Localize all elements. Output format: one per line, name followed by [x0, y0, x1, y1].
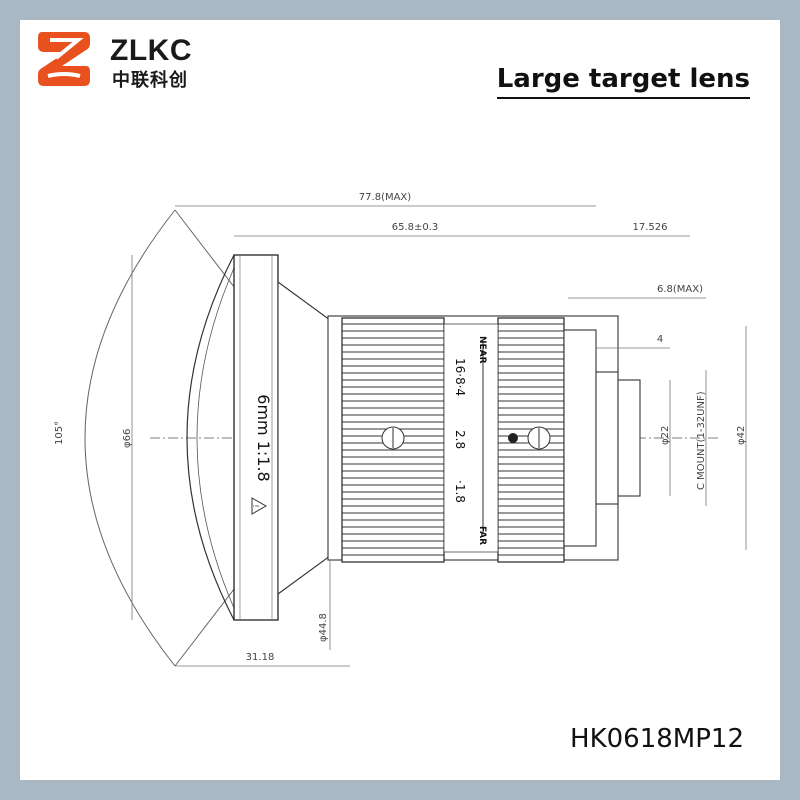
overall-length-label: 77.8(MAX) — [359, 192, 411, 203]
rear-body — [563, 329, 597, 547]
z-logo-icon — [38, 32, 90, 86]
front-diameter-label: φ66 — [122, 429, 133, 448]
brand-name: ZLKC — [110, 34, 192, 67]
brand-name-chinese: 中联科创 — [112, 70, 188, 91]
aperture-mark-high: 16·8·4 — [453, 358, 467, 396]
page-title: Large target lens — [496, 64, 750, 99]
brand-logo: ZLKC 中联科创 — [34, 28, 204, 91]
focus-near-label: NEAR — [477, 336, 487, 364]
aperture-mark-mid: 2.8 — [453, 430, 467, 449]
front-ring — [233, 254, 279, 621]
body-diameter-label: φ42 — [736, 426, 747, 445]
mount-label: C MOUNT(1-32UNF) — [696, 391, 707, 490]
flange-distance-label: 17.526 — [633, 222, 668, 233]
front-depth-label: 31.18 — [246, 652, 275, 663]
barrel-diameter-label: φ44.8 — [318, 613, 329, 642]
field-angle-label: 105° — [54, 421, 65, 445]
rear-diameter-label: φ22 — [660, 426, 671, 445]
back-protrusion-label: 6.8(MAX) — [657, 284, 703, 295]
svg-text:!: ! — [251, 504, 260, 507]
focus-far-label: FAR — [477, 526, 487, 545]
rear-element — [617, 379, 641, 497]
warning-triangle-icon: ! — [251, 497, 268, 515]
lens-technical-drawing: 105° φ66 6mm 1:1.8 ! NEAR FAR — [54, 192, 747, 667]
thread-length-label: 4 — [657, 334, 663, 345]
front-dome — [186, 254, 235, 621]
front-dome-inner — [196, 267, 235, 609]
scale-band — [443, 323, 499, 553]
index-dot — [508, 433, 518, 443]
body-length-label: 65.8±0.3 — [392, 222, 439, 233]
model-number: HK0618MP12 — [570, 724, 744, 754]
mount-thread — [595, 371, 619, 505]
lens-cone — [277, 280, 331, 596]
aperture-mark-low: ·1.8 — [453, 480, 467, 503]
front-lens-label: 6mm 1:1.8 — [254, 394, 273, 481]
drawing-page: ZLKC 中联科创 Large target lens 105° φ66 6mm… — [20, 20, 780, 780]
